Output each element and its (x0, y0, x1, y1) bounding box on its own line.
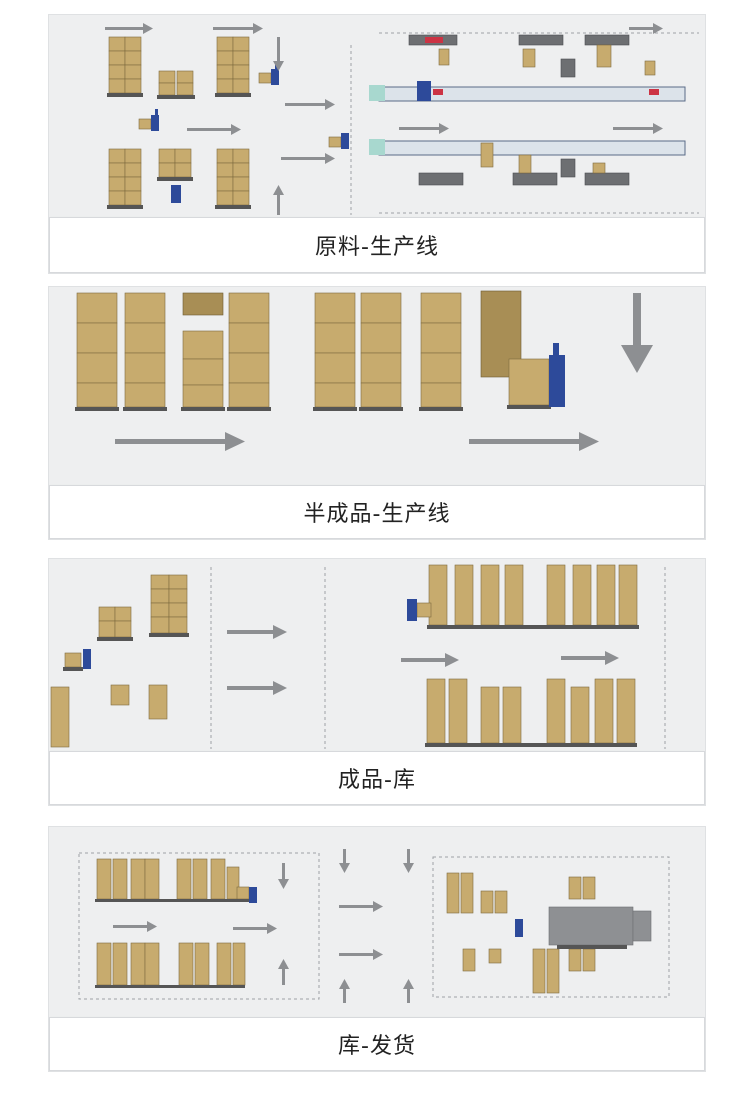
carton-stack-icon (157, 148, 193, 181)
carton-stack-icon (95, 942, 246, 988)
section-caption: 成品-库 (49, 751, 705, 805)
carton-stack-icon (107, 148, 143, 209)
raw-material-to-production-scene (105, 23, 699, 215)
carton-stack-icon (181, 292, 225, 411)
flow-arrow-icon (273, 185, 284, 215)
carton-stack-icon (446, 872, 596, 994)
section-3-panel: 成品-库 (48, 558, 706, 806)
flow-arrow-icon (285, 99, 335, 110)
flow-arrow-icon (213, 23, 263, 34)
carton-stack-icon (157, 70, 195, 99)
flow-arrow-icon (187, 124, 241, 135)
flow-arrow-icon (401, 653, 459, 667)
flow-arrow-icon (278, 863, 289, 889)
forklift-agv-icon (515, 919, 523, 937)
carton-stack-icon (215, 36, 251, 97)
carton-stack-icon (313, 292, 357, 411)
forklift-agv-icon (83, 649, 91, 669)
carton-stack-icon (97, 606, 133, 641)
carton-stack-icon (75, 292, 119, 411)
section-caption: 库-发货 (49, 1017, 705, 1071)
carton-stack-icon (427, 564, 639, 629)
caption-text: 原料-生产线 (315, 235, 439, 260)
carton-stack-icon (63, 652, 83, 671)
flow-arrow-icon (233, 923, 277, 934)
truck-icon (548, 906, 652, 949)
flow-arrow-icon (561, 651, 619, 665)
flow-arrow-icon (339, 949, 383, 960)
carton-stack-icon (425, 678, 637, 747)
forklift-agv-icon (138, 109, 159, 131)
forklift-agv-icon (549, 343, 565, 407)
caption-text: 库-发货 (338, 1034, 416, 1059)
flow-arrow-icon (273, 37, 284, 71)
flow-arrow-icon (113, 921, 157, 932)
forklift-agv-icon (407, 599, 432, 621)
flow-arrow-icon (621, 293, 653, 373)
flow-arrow-icon (403, 849, 414, 873)
warehouse-to-shipping-scene (78, 849, 670, 1003)
robot-arm-icon (418, 142, 630, 186)
robot-arm-icon (408, 34, 656, 78)
caption-text: 半成品-生产线 (303, 502, 451, 527)
flow-arrow-icon (613, 123, 663, 134)
flow-arrow-icon (105, 23, 153, 34)
carton-stack-icon (95, 858, 250, 902)
carton-stack-icon (50, 686, 70, 748)
forklift-agv-icon (171, 185, 181, 203)
flow-arrow-icon (403, 979, 414, 1003)
caption-text: 成品-库 (338, 768, 416, 793)
flow-arrow-icon (339, 979, 350, 1003)
carton-stack-icon (110, 684, 168, 720)
flow-arrow-icon (227, 681, 287, 695)
flow-arrow-icon (227, 625, 287, 639)
carton-stack-icon (480, 290, 551, 409)
carton-stack-icon (227, 292, 271, 411)
conveyor-icon (369, 81, 686, 102)
conveyor-icon (369, 139, 686, 156)
forklift-agv-icon (328, 133, 349, 149)
section-caption: 原料-生产线 (49, 217, 705, 273)
section-caption: 半成品-生产线 (49, 485, 705, 539)
carton-stack-icon (107, 36, 143, 97)
forklift-agv-icon (249, 887, 257, 903)
section-2-panel: 半成品-生产线 (48, 286, 706, 540)
flow-arrow-icon (469, 432, 599, 451)
flow-arrow-icon (629, 23, 663, 34)
flow-arrow-icon (278, 959, 289, 985)
carton-stack-icon (419, 292, 463, 411)
section-1-panel: 原料-生产线 (48, 14, 706, 274)
carton-stack-icon (359, 292, 403, 411)
carton-stack-icon (149, 574, 189, 637)
flow-arrow-icon (115, 432, 245, 451)
semi-finished-to-production-scene (75, 290, 653, 451)
finished-goods-to-warehouse-scene (50, 564, 666, 749)
section-4-panel: 库-发货 (48, 826, 706, 1072)
flow-arrow-icon (339, 849, 350, 873)
carton-stack-icon (123, 292, 167, 411)
flow-arrow-icon (399, 123, 449, 134)
flow-arrow-icon (339, 901, 383, 912)
flow-arrow-icon (281, 153, 335, 164)
carton-stack-icon (215, 148, 251, 209)
